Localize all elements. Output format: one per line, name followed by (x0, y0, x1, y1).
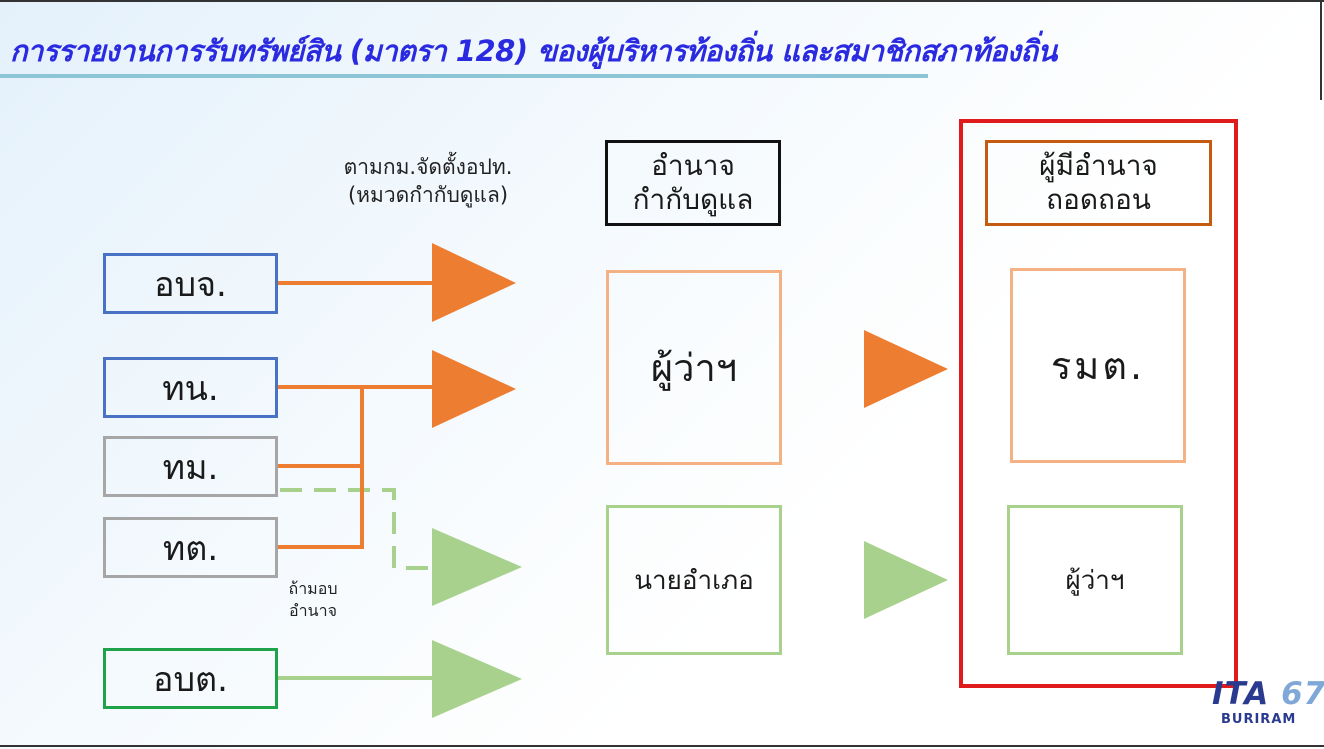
arrow-tn (432, 350, 516, 428)
law-note: ตามกม.จัดตั้งอปท. (หมวดกำกับดูแล) (318, 153, 538, 209)
right-border (1320, 0, 1322, 100)
header-removal-line1: ผู้มีอำนาจ (1039, 149, 1158, 182)
law-note-line1: ตามกม.จัดตั้งอปท. (343, 155, 513, 179)
delegation-note-line1: ถ้ามอบ (288, 579, 338, 598)
source-box-obt: อบต. (103, 648, 278, 709)
arrow-obt (432, 640, 522, 718)
arrow-district-to-governor (864, 541, 948, 619)
header-supervisory: อำนาจ กำกับดูแล (605, 140, 781, 226)
header-removal-line2: ถอดถอน (1046, 183, 1151, 216)
top-border (0, 0, 1324, 2)
supervisor-governor-box: ผู้ว่าฯ (606, 270, 782, 465)
source-box-tm: ทม. (103, 436, 278, 497)
supervisor-district-chief-box: นายอำเภอ (606, 505, 782, 655)
source-box-tt: ทต. (103, 517, 278, 578)
arrow-delegated (432, 528, 522, 606)
delegation-note: ถ้ามอบ อำนาจ (270, 578, 356, 622)
ita-logo-number: 67 (1281, 676, 1324, 712)
ita-logo: ITA 67 (1212, 676, 1324, 712)
title-underline (0, 74, 928, 78)
delegation-note-line2: อำนาจ (289, 601, 337, 620)
remover-governor-box: ผู้ว่าฯ (1007, 505, 1183, 655)
header-supervisory-line2: กำกับดูแล (632, 183, 754, 216)
law-note-line2: (หมวดกำกับดูแล) (347, 183, 509, 207)
arrow-obj (432, 243, 516, 322)
delegation-dashed-line (280, 488, 432, 570)
bottom-border (0, 745, 1324, 747)
arrow-governor-to-minister (864, 330, 948, 408)
header-removal: ผู้มีอำนาจ ถอดถอน (985, 140, 1212, 226)
source-box-obj: อบจ. (103, 253, 278, 314)
header-supervisory-line1: อำนาจ (651, 149, 735, 182)
ita-logo-subtitle: BURIRAM (1221, 712, 1297, 727)
removal-highlight-frame (959, 119, 1238, 688)
remover-minister-box: รมต. (1010, 268, 1186, 463)
page-title: การรายงานการรับทรัพย์สิน (มาตรา 128) ของ… (10, 34, 1057, 68)
ita-logo-text: ITA (1212, 676, 1270, 712)
source-box-tn: ทน. (103, 357, 278, 418)
